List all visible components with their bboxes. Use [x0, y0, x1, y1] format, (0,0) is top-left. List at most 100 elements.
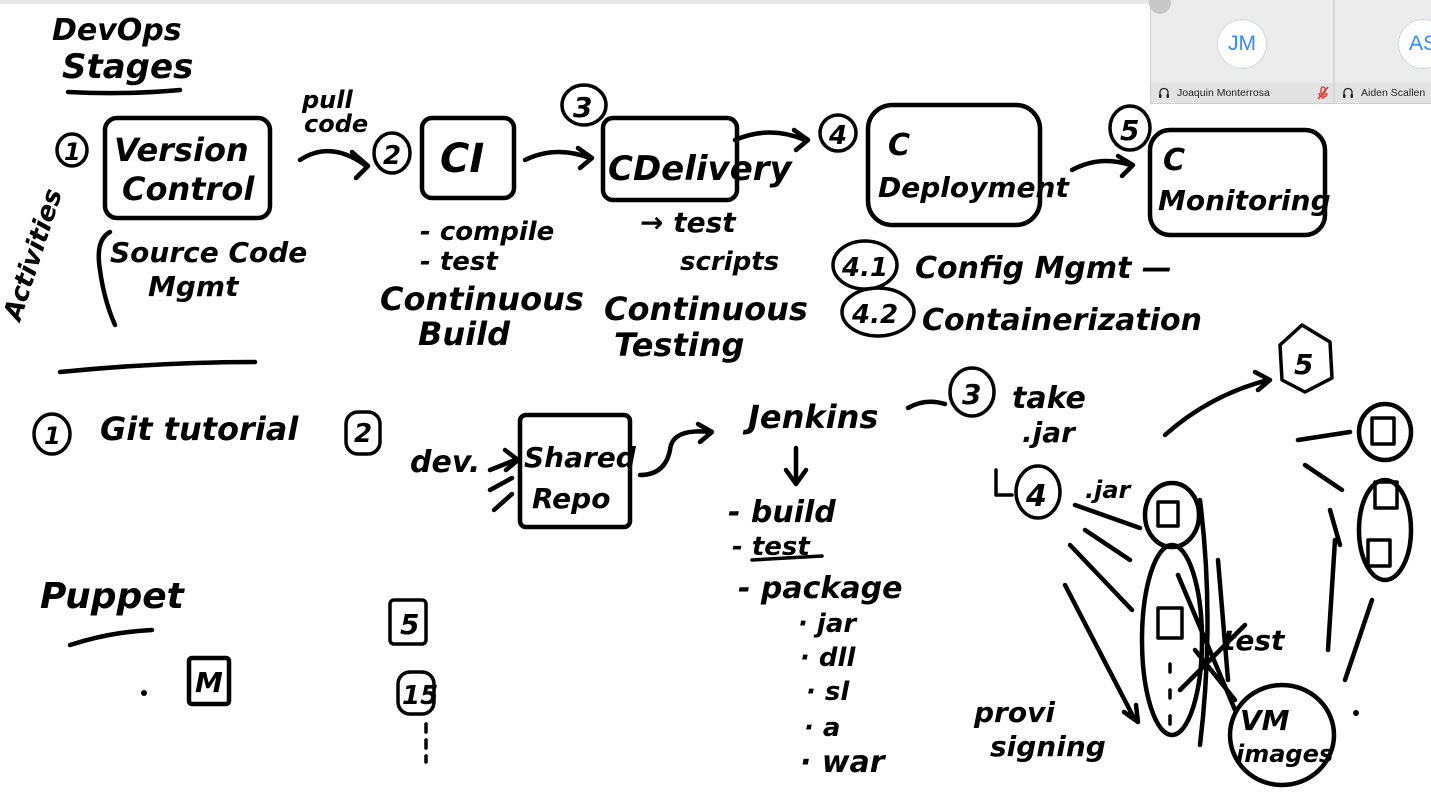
git-number: 1 — [44, 422, 61, 450]
pull-code-label-1: pull — [301, 86, 353, 114]
stage-1-number: 1 — [64, 138, 81, 166]
activities-label: Activities — [0, 185, 69, 326]
arrow-delivery-deployment — [732, 127, 811, 153]
svg-text:C: C — [1163, 143, 1185, 178]
puppet-label: Puppet — [40, 576, 186, 617]
activities-brace — [96, 229, 118, 328]
shared-repo-box — [517, 412, 633, 530]
deploy-number: 3 — [962, 378, 981, 411]
whiteboard-title-line2: Stages — [62, 47, 193, 87]
participant-name: Joaquin Monterrosa — [1177, 87, 1270, 99]
monitor-arrows — [1295, 429, 1375, 683]
test-underline — [750, 554, 824, 562]
arrow-pull-code — [297, 148, 371, 181]
artifact-sl: · sl — [806, 677, 850, 707]
artifact-jar: · jar — [798, 609, 858, 639]
arrow-repo-jenkins — [637, 421, 715, 478]
svg-text:Version: Version — [114, 131, 249, 169]
deploy-number-circle — [948, 366, 996, 418]
arrow-jenkins-take — [905, 399, 948, 411]
svg-text:3: 3 — [573, 91, 592, 124]
participant-name: Aiden Scallen — [1361, 87, 1426, 99]
dev-label: dev. — [410, 445, 480, 480]
count-5-box — [388, 598, 428, 646]
test-label: test — [1222, 624, 1286, 657]
test-cross-lines — [1175, 572, 1248, 713]
continuous-testing-2: Testing — [614, 326, 744, 364]
subtopic-4-2-circle — [840, 286, 916, 338]
subtopic-4-1-label: Config Mgmt — — [915, 251, 1172, 286]
provision-tick — [994, 468, 1014, 497]
subtopic-4-1-number: 4.1 — [841, 253, 888, 283]
ci-note-compile: - compile — [420, 217, 554, 247]
take-jar-label: .jar — [1022, 416, 1077, 449]
images-label: images — [1236, 740, 1333, 768]
artifact-war: · war — [800, 745, 887, 780]
puppet-master-box — [186, 655, 232, 707]
participant-video-strip: JM Joaquin Monterrosa AS Aiden Scallen — [1149, 0, 1431, 104]
vm-images-circle — [1227, 682, 1337, 788]
svg-text:2: 2 — [383, 141, 401, 171]
participant-tile-joaquin[interactable]: JM Joaquin Monterrosa — [1149, 0, 1335, 103]
participant-avatar: AS — [1398, 19, 1431, 69]
participant-nameplate: Aiden Scallen — [1335, 83, 1431, 103]
vm-label: VM — [1240, 704, 1290, 737]
count-5: 5 — [400, 608, 419, 641]
shared-repo-line1: Shared — [524, 441, 637, 474]
git-number-circle — [32, 412, 72, 456]
jar-label: .jar — [1085, 476, 1133, 504]
provision-number-circle — [1014, 464, 1062, 520]
pull-code-label-2: code — [304, 110, 368, 138]
server-column-2 — [1356, 401, 1414, 583]
activities-detail-1: Source Code — [110, 236, 307, 269]
artifact-a: · a — [804, 713, 840, 743]
continuous-build-2: Build — [418, 315, 511, 353]
svg-text:Deployment: Deployment — [878, 171, 1070, 204]
flow-number: 2 — [354, 419, 372, 449]
jenkins-step-build: - build — [728, 495, 836, 530]
artifact-dll: · dll — [800, 643, 856, 673]
arrow-ci-delivery — [522, 145, 595, 171]
svg-text:CI: CI — [440, 136, 484, 182]
monitor-number-shape — [1278, 323, 1334, 394]
participant-nameplate: Joaquin Monterrosa — [1151, 83, 1333, 103]
provisioning-label-2: signing — [990, 730, 1106, 763]
svg-text:4: 4 — [828, 121, 847, 151]
shared-repo-line2: Repo — [532, 482, 610, 515]
svg-text:C: C — [888, 128, 910, 163]
stage-version-control: 1 Version Control — [55, 115, 273, 221]
divider-line — [57, 359, 258, 375]
svg-text:Control: Control — [122, 170, 255, 208]
puppet-master-label: M — [195, 666, 223, 699]
jenkins-down-arrow — [783, 445, 809, 487]
window-top-edge — [0, 0, 1431, 4]
monitor-number: 5 — [1294, 348, 1313, 381]
options-button[interactable] — [1149, 0, 1171, 14]
provisioning-label-1: provi — [973, 696, 1055, 729]
continuous-build-1: Continuous — [380, 280, 584, 318]
muted-microphone-icon — [1317, 86, 1329, 100]
puppet-underline — [67, 627, 155, 648]
take-label: take — [1012, 381, 1086, 416]
headphones-icon — [1159, 87, 1169, 98]
participant-tile-aiden[interactable]: AS Aiden Scallen — [1335, 0, 1431, 103]
continuous-testing-1: Continuous — [604, 290, 808, 328]
server-column-1 — [1139, 480, 1205, 738]
svg-text:5: 5 — [1120, 114, 1139, 147]
delivery-note-test: → test — [640, 206, 737, 239]
jenkins-label: Jenkins — [742, 398, 878, 436]
subtopic-4-2-label: Containerization — [922, 303, 1202, 338]
stage-cdelivery: 3 CDelivery — [560, 83, 794, 203]
svg-text:CDelivery: CDelivery — [608, 149, 794, 189]
arrow-deployment-monitoring — [1069, 153, 1136, 179]
participant-avatar: JM — [1217, 19, 1267, 69]
delivery-note-scripts: scripts — [680, 247, 779, 277]
arrow-to-monitoring — [1162, 369, 1273, 438]
stage-ci: 2 CI — [372, 115, 517, 201]
activities-detail-2: Mgmt — [148, 270, 240, 303]
whiteboard-title-line1: DevOps — [52, 13, 182, 48]
count-15-box — [396, 670, 436, 716]
svg-text:Monitoring: Monitoring — [1158, 184, 1331, 217]
stray-dot — [1353, 710, 1359, 716]
